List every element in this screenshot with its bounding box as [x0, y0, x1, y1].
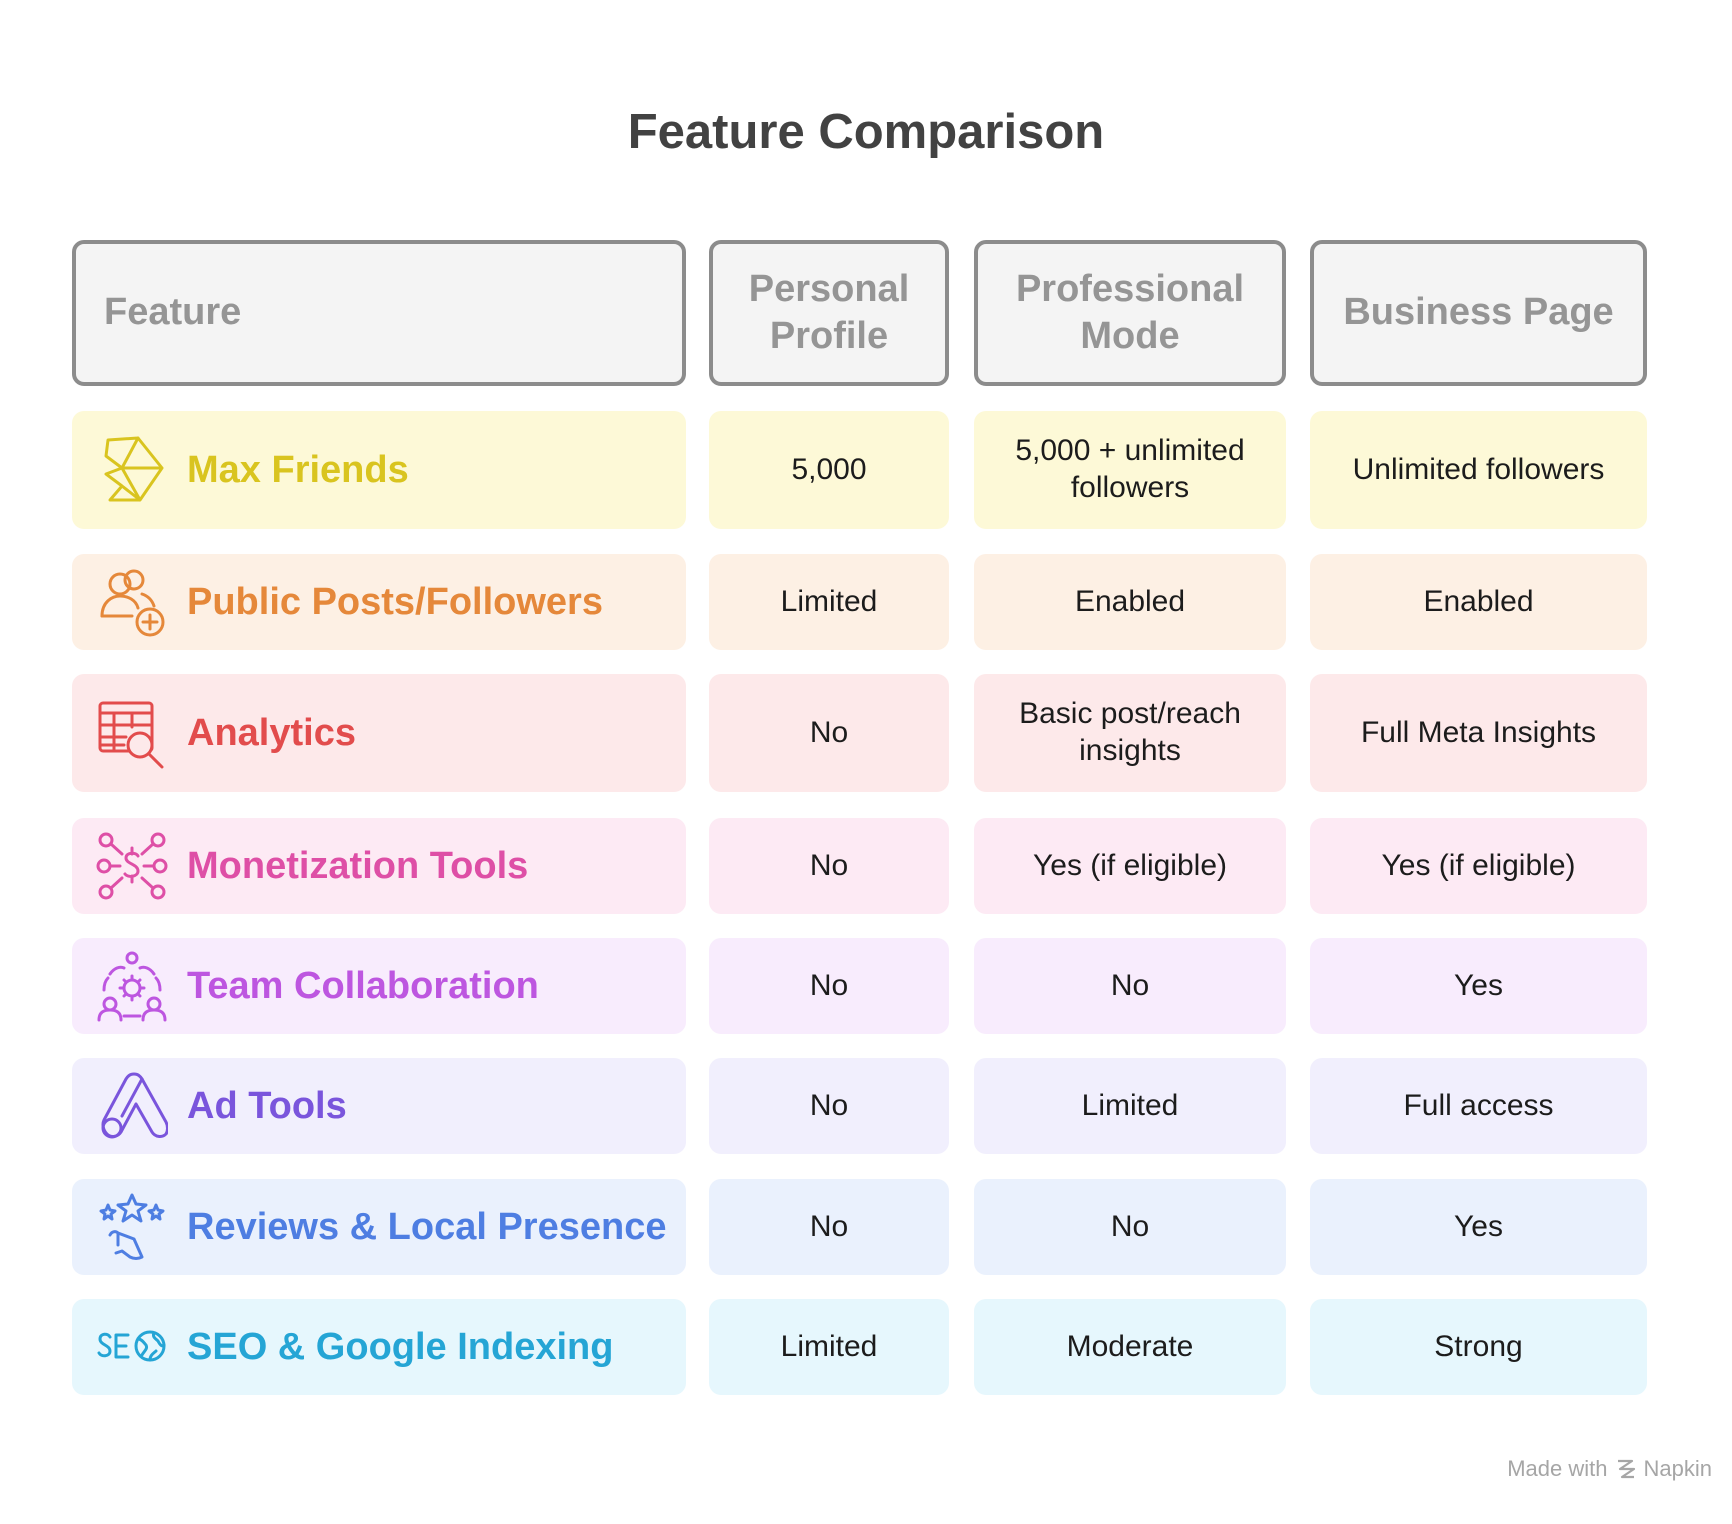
professional-mode-value: Limited: [974, 1058, 1286, 1154]
stars-hand-icon: [96, 1191, 168, 1263]
business-page-value: Yes: [1310, 1179, 1647, 1275]
feature-cell: Public Posts/Followers: [72, 554, 686, 650]
ads-logo-icon: [96, 1070, 168, 1142]
feature-cell: Team Collaboration: [72, 938, 686, 1034]
professional-mode-value: Moderate: [974, 1299, 1286, 1395]
feature-cell: Monetization Tools: [72, 818, 686, 914]
professional-mode-value: Basic post/reach insights: [974, 674, 1286, 792]
seo-globe-icon: [96, 1311, 168, 1383]
feature-cell: SEO & Google Indexing: [72, 1299, 686, 1395]
feature-label: Team Collaboration: [187, 964, 539, 1007]
feature-label: Analytics: [187, 711, 356, 754]
feature-label: Ad Tools: [187, 1084, 347, 1127]
feature-cell: Reviews & Local Presence: [72, 1179, 686, 1275]
professional-mode-value: 5,000 + unlimited followers: [974, 411, 1286, 529]
business-page-value: Full Meta Insights: [1310, 674, 1647, 792]
dollar-network-icon: [96, 830, 168, 902]
personal-profile-value: 5,000: [709, 411, 949, 529]
team-gear-icon: [96, 950, 168, 1022]
feature-label: Reviews & Local Presence: [187, 1205, 667, 1248]
feature-label: Max Friends: [187, 448, 409, 491]
made-with-label: Made with: [1507, 1456, 1608, 1481]
personal-profile-value: Limited: [709, 1299, 949, 1395]
polygon-mask-icon: [96, 434, 168, 506]
feature-label: SEO & Google Indexing: [187, 1325, 614, 1368]
napkin-credit: Made with Napkin: [1507, 1456, 1712, 1482]
personal-profile-value: No: [709, 818, 949, 914]
professional-mode-value: No: [974, 938, 1286, 1034]
user-group-add-icon: [96, 566, 168, 638]
feature-label: Monetization Tools: [187, 844, 529, 887]
personal-profile-value: No: [709, 1058, 949, 1154]
professional-mode-value: No: [974, 1179, 1286, 1275]
table-search-icon: [96, 697, 168, 769]
header-personal-profile: Personal Profile: [709, 240, 949, 386]
business-page-value: Unlimited followers: [1310, 411, 1647, 529]
business-page-value: Full access: [1310, 1058, 1647, 1154]
feature-cell: Ad Tools: [72, 1058, 686, 1154]
business-page-value: Yes: [1310, 938, 1647, 1034]
header-business-page: Business Page: [1310, 240, 1647, 386]
feature-cell: Analytics: [72, 674, 686, 792]
feature-label: Public Posts/Followers: [187, 580, 603, 623]
professional-mode-value: Yes (if eligible): [974, 818, 1286, 914]
professional-mode-value: Enabled: [974, 554, 1286, 650]
napkin-brand-label: Napkin: [1643, 1456, 1712, 1481]
header-feature: Feature: [72, 240, 686, 386]
personal-profile-value: Limited: [709, 554, 949, 650]
napkin-logo-icon: [1617, 1459, 1635, 1479]
header-professional-mode: Professional Mode: [974, 240, 1286, 386]
business-page-value: Strong: [1310, 1299, 1647, 1395]
page-title: Feature Comparison: [627, 105, 1105, 159]
business-page-value: Yes (if eligible): [1310, 818, 1647, 914]
business-page-value: Enabled: [1310, 554, 1647, 650]
feature-cell: Max Friends: [72, 411, 686, 529]
personal-profile-value: No: [709, 938, 949, 1034]
personal-profile-value: No: [709, 674, 949, 792]
personal-profile-value: No: [709, 1179, 949, 1275]
